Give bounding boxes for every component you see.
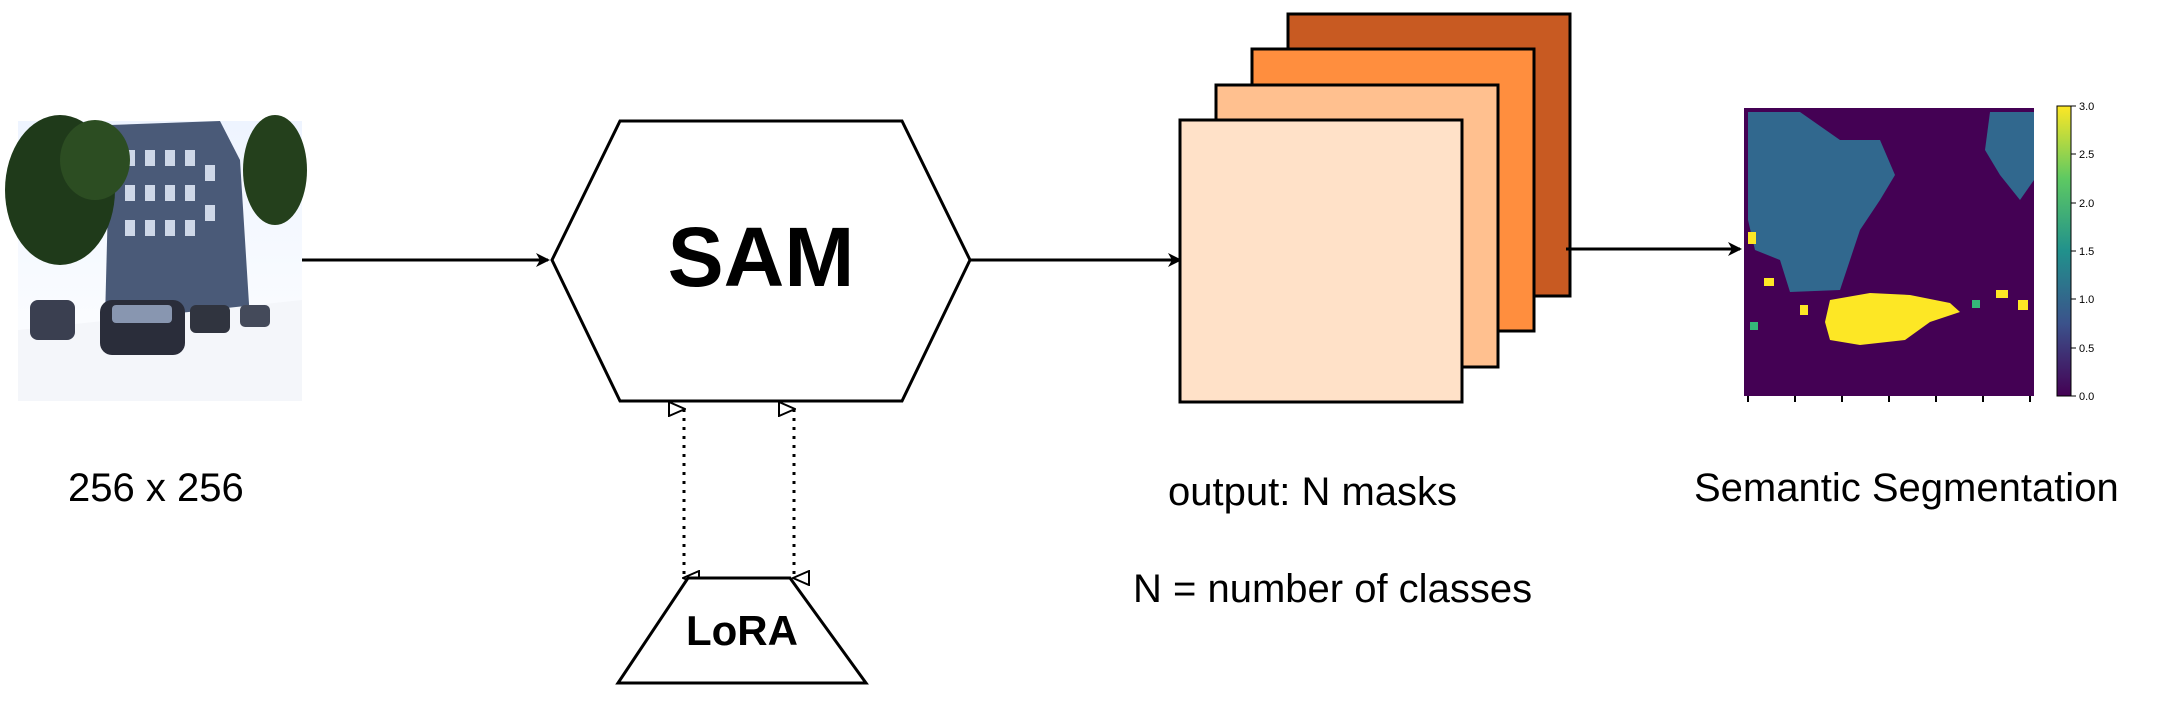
colorbar-tick-label: 0.5 bbox=[2079, 343, 2094, 355]
colorbar-tick-label: 1.0 bbox=[2079, 294, 2094, 306]
colorbar-tick-label: 0.0 bbox=[2079, 391, 2094, 403]
colorbar-tick-label: 2.5 bbox=[2079, 149, 2094, 161]
lora-trapezoid bbox=[615, 576, 869, 685]
mask-layer-1 bbox=[1178, 118, 1464, 404]
colorbar-tick-label: 2.0 bbox=[2079, 198, 2094, 210]
input-size-label: 256 x 256 bbox=[68, 466, 244, 510]
segmentation-caption: Semantic Segmentation bbox=[1694, 466, 2119, 510]
sam-label: SAM bbox=[668, 210, 855, 304]
colorbar-tick-label: 3.0 bbox=[2079, 101, 2094, 113]
colorbar-tick-label: 1.5 bbox=[2079, 246, 2094, 258]
lora-label: LoRA bbox=[686, 607, 798, 654]
output-caption: output: N masks bbox=[1168, 470, 1458, 514]
output-note: N = number of classes bbox=[1133, 567, 1533, 611]
input-image bbox=[5, 115, 307, 401]
segmentation-map bbox=[1744, 108, 2034, 402]
mask-stack bbox=[1178, 12, 1572, 404]
colorbar: 3.0 2.5 2.0 1.5 1.0 0.5 0.0 bbox=[2056, 101, 2094, 403]
